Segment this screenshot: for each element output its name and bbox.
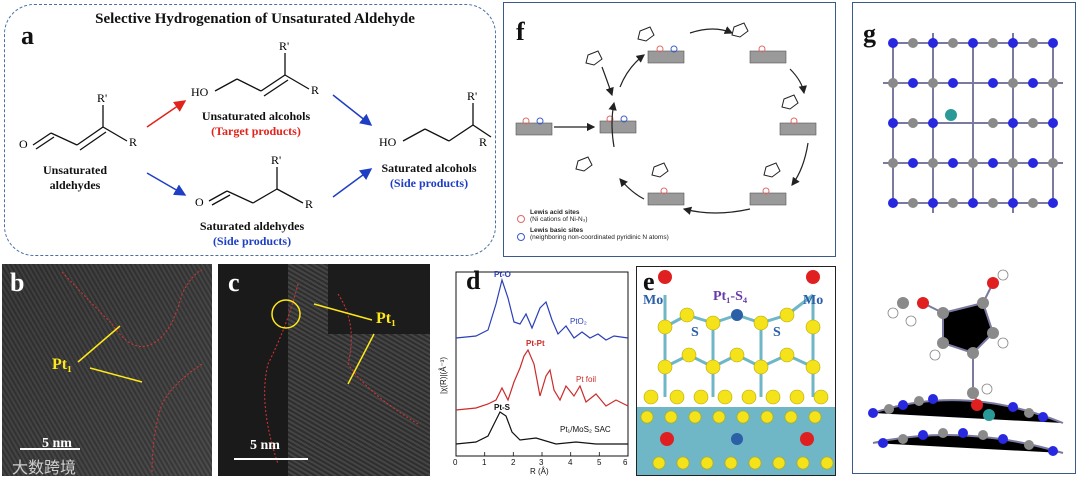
pt-atom-bulk — [731, 433, 743, 445]
x-ticks — [456, 452, 628, 456]
s-label-right: S — [773, 325, 781, 341]
watermark: 大数跨境 — [12, 454, 76, 478]
series-label-ptfoil: Pt foil — [576, 375, 596, 384]
panel-letter-b: b — [10, 268, 24, 298]
label-r-4: R — [479, 135, 487, 150]
label-ho-2: HO — [379, 135, 396, 150]
x-tick-4: 4 — [568, 458, 573, 467]
unsat-aldehyde-structure — [33, 105, 127, 150]
label-r-3: R — [305, 197, 313, 212]
x-tick-1: 1 — [482, 458, 487, 467]
unsat-alcohol-structure — [215, 53, 309, 96]
peak-pts: Pt-S — [494, 403, 511, 412]
x-tick-2: 2 — [511, 458, 516, 467]
catalyst-slabs — [516, 51, 816, 205]
x-axis-label: R (Å) — [530, 467, 549, 476]
series-pto2 — [456, 280, 628, 340]
g-c3n4-models — [853, 3, 1075, 473]
s-label-left: S — [691, 325, 699, 341]
unsat-aldehydes-label: Unsaturated aldehydes — [35, 163, 115, 193]
label-rprime-3: R' — [271, 153, 281, 168]
exafs-plot: 0 1 2 3 4 5 6 R (Å) |χ(R)|(Å⁻³) Pt-O Pt-… — [436, 264, 632, 476]
panel-letter-c: c — [228, 268, 240, 298]
label-o-1: O — [19, 137, 28, 152]
mo-label-left: Mo — [643, 293, 663, 309]
pt1-label-c: Pt₁ — [376, 310, 396, 328]
scale-bar-c — [234, 458, 308, 460]
panel-c-tem-image: c Pt₁ 5 nm — [218, 264, 430, 476]
sat-alcohol-structure — [403, 103, 491, 141]
x-tick-0: 0 — [453, 458, 458, 467]
label-ho-1: HO — [191, 85, 208, 100]
legend-acid-marker — [516, 211, 526, 229]
panel-g: g — [852, 2, 1076, 474]
furfural-rings — [576, 23, 798, 177]
acid-site-dots — [523, 46, 797, 194]
o-atom-right — [806, 270, 820, 284]
legend-base: Lewis basic sites (neighboring non-coord… — [530, 227, 669, 241]
metal-atom-upper — [945, 109, 957, 121]
panel-b-tem-image: b Pt₁ 5 nm 大数跨境 — [2, 264, 212, 476]
pt-s4-label: Pt₁-S₄ — [713, 289, 747, 305]
o-atom-bulk-2 — [800, 432, 814, 446]
pt-atom — [731, 309, 743, 321]
label-o-2: O — [195, 195, 204, 210]
peak-ptpt: Pt-Pt — [526, 339, 545, 348]
panel-a: a Selective Hydrogenation of Unsaturated… — [4, 4, 496, 256]
label-rprime-2: R' — [279, 39, 289, 54]
lower-atoms — [868, 270, 1058, 456]
unsat-alcohols-label: Unsaturated alcohols (Target products) — [181, 109, 331, 139]
label-rprime-1: R' — [97, 91, 107, 106]
panel-f: f — [503, 2, 836, 257]
legend-acid: Lewis acid sites (Ni cations of Ni-N₃) — [530, 209, 588, 223]
x-tick-6: 6 — [623, 458, 628, 467]
o-atom-bulk-1 — [660, 432, 674, 446]
x-tick-3: 3 — [539, 458, 544, 467]
metal-atom-lower — [983, 409, 995, 421]
pt1-label-b: Pt₁ — [52, 356, 72, 374]
panel-d: d 0 1 2 3 4 5 6 R (Å) |χ(R)|(Å⁻³) Pt-O P… — [436, 264, 632, 476]
y-axis-label: |χ(R)|(Å⁻³) — [439, 357, 448, 394]
series-label-pto2: PtO₂ — [570, 317, 587, 326]
label-r-1: R — [129, 135, 137, 150]
label-r-2: R — [311, 83, 319, 98]
sat-alcohols-label: Saturated alcohols (Side products) — [369, 161, 489, 191]
sat-aldehyde-structure — [209, 167, 303, 205]
peak-pto: Pt-O — [494, 270, 511, 279]
x-tick-5: 5 — [597, 458, 602, 467]
edge-outline — [2, 264, 212, 476]
scale-text-c: 5 nm — [250, 438, 280, 454]
series-label-sac: Pt₁/MoS₂ SAC — [560, 425, 611, 434]
scale-bar-b — [20, 448, 80, 450]
legend-base-marker — [516, 229, 526, 247]
series-ptfoil — [456, 350, 628, 410]
panel-e: e Mo Mo Pt₁-S₄ S S — [636, 266, 836, 476]
sat-aldehydes-label: Saturated aldehydes (Side products) — [177, 219, 327, 249]
o-atom-left — [658, 270, 672, 284]
label-rprime-4: R' — [467, 89, 477, 104]
mo-label-right: Mo — [803, 293, 823, 309]
